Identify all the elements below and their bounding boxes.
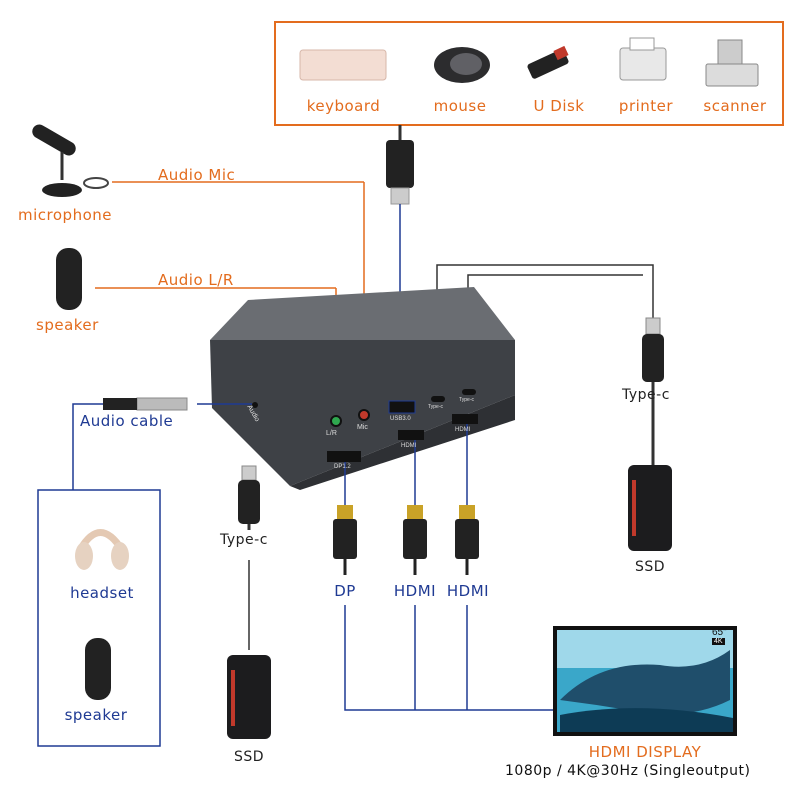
udisk-label: U Disk	[533, 97, 585, 115]
audio-out-box	[37, 489, 161, 747]
hdmi1-label: HDMI	[393, 582, 437, 600]
keyboard-label: keyboard	[306, 97, 381, 115]
usb-plug-tip	[390, 187, 410, 205]
typec-left-label: Type-c	[220, 532, 268, 548]
microphone-shape	[32, 124, 109, 197]
display-spec: 1080p / 4K@30Hz (Singleoutput)	[505, 763, 751, 779]
hub-top	[210, 287, 515, 340]
typec-port-2	[462, 389, 476, 395]
display-title: HDMI DISPLAY	[588, 743, 702, 761]
hdmi2-label: HDMI	[446, 582, 490, 600]
dp-port	[327, 451, 361, 462]
port-label-dp: DP1.2	[334, 464, 351, 470]
printer-shape	[619, 47, 667, 81]
printer-label: printer	[618, 97, 674, 115]
mic-port	[358, 409, 370, 421]
scanner-shape	[705, 63, 759, 87]
ssd-right-body	[628, 465, 672, 551]
typec-right-label: Type-c	[622, 387, 670, 403]
ssd-right-label: SSD	[634, 559, 666, 575]
usb-port	[388, 400, 416, 414]
audio-cable-label: Audio cable	[80, 412, 174, 430]
usb-plug-body	[386, 140, 414, 188]
peripheral-box	[274, 21, 784, 126]
scanner-label: scanner	[703, 97, 767, 115]
port-label-usb: USB3.0	[390, 416, 411, 422]
typec-port-1	[431, 396, 445, 402]
port-label-mic: Mic	[357, 424, 368, 431]
audio-lr-label: Audio L/R	[158, 271, 234, 289]
hdmi-port-2	[452, 414, 478, 424]
port-label-typec1: Type-c	[428, 404, 444, 410]
port-label-typec2: Type-c	[459, 397, 475, 403]
speaker-bottom-label: speaker	[64, 706, 128, 724]
ssd-left-label: SSD	[233, 749, 265, 765]
speaker-top-shape	[56, 248, 82, 310]
speaker-top-label: speaker	[36, 316, 99, 334]
headset-shape	[75, 529, 129, 570]
port-label-hdmi2: HDMI	[455, 427, 471, 433]
tv-4k-badge: 4K	[712, 638, 725, 645]
ssd-left-body	[227, 655, 271, 739]
audio-side-port	[252, 402, 258, 408]
tv-size-label: 65"	[712, 627, 727, 638]
keyboard-shape	[299, 49, 387, 81]
speaker-bottom-shape	[85, 638, 111, 700]
mouse-label: mouse	[433, 97, 487, 115]
udisk-shape	[527, 45, 569, 79]
dp-label: DP	[334, 582, 356, 600]
port-label-hdmi1: HDMI	[401, 443, 417, 449]
port-label-lr: L/R	[326, 430, 337, 437]
microphone-label: microphone	[18, 206, 112, 224]
headset-label: headset	[70, 584, 134, 602]
lr-port	[330, 415, 342, 427]
hdmi-port-1	[398, 430, 424, 440]
audio-mic-label: Audio Mic	[158, 166, 236, 184]
